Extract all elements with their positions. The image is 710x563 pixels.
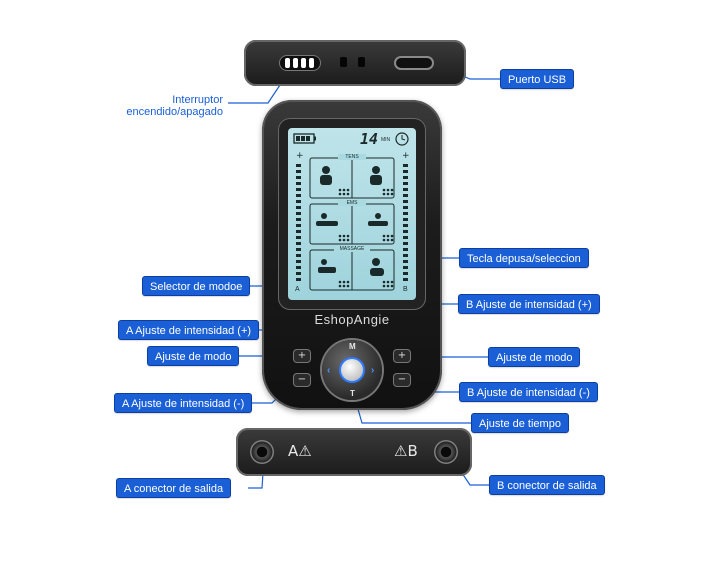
callout-mode-adjust-right: Ajuste de modo (488, 347, 581, 367)
channel-b-warning-label: ⚠B (394, 442, 418, 460)
b-output-jack[interactable] (434, 440, 458, 464)
callout-power-switch: Interruptor encendido/apagado (126, 94, 223, 118)
callout-a-intensity-down: A Ajuste de intensidad (-) (114, 393, 253, 413)
control-wheel[interactable]: M T ‹ › (322, 340, 382, 400)
brand-logo: EshopAngie (314, 312, 390, 327)
callout-b-intensity-up: B Ajuste de intensidad (+) (458, 294, 600, 314)
callout-usb-port: Puerto USB (500, 69, 575, 89)
lcd-channel-a: A (295, 286, 300, 293)
svg-text:+: + (402, 151, 410, 161)
svg-text:+: + (296, 151, 304, 161)
lcd-time-unit: MIN (381, 137, 391, 143)
callout-b-intensity-down: B Ajuste de intensidad (-) (459, 382, 598, 402)
tens-device-front: + + (262, 100, 442, 410)
device-bottom-edge: A⚠ ⚠B (236, 428, 472, 476)
b-intensity-up-button[interactable]: + (394, 350, 410, 362)
callout-mode-adjust-left: Ajuste de modo (147, 346, 240, 366)
b-intensity-down-button[interactable]: − (394, 374, 410, 386)
lcd-channel-b: B (403, 286, 408, 293)
lcd-label-massage: MASSAGE (334, 246, 370, 252)
power-switch[interactable] (280, 56, 320, 70)
usb-port[interactable] (396, 58, 432, 68)
select-pause-button[interactable] (339, 357, 365, 383)
lcd-label-ems: EMS (338, 200, 366, 206)
lcd-time-value: 14 (360, 130, 379, 148)
right-arrow-icon[interactable]: › (371, 365, 375, 376)
channel-a-warning-label: A⚠ (288, 442, 312, 460)
a-intensity-down-button[interactable]: − (294, 374, 310, 386)
mode-key-label: M (349, 342, 356, 351)
top-hole-left (340, 57, 347, 67)
screen-frame: + + (278, 118, 426, 310)
callout-a-intensity-up: A Ajuste de intensidad (+) (118, 320, 260, 340)
callout-a-output-jack: A conector de salida (116, 478, 232, 498)
time-key-label: T (350, 389, 355, 398)
device-top-edge (244, 40, 466, 86)
callout-b-output-jack: B conector de salida (489, 475, 605, 495)
a-intensity-up-button[interactable]: + (294, 350, 310, 362)
callout-mode-selector: Selector de modoe (142, 276, 251, 296)
lcd-label-tens: TENS (338, 154, 366, 160)
lcd-screen: + + (288, 128, 416, 300)
lcd-graphics: + + (293, 132, 410, 291)
a-output-jack[interactable] (250, 440, 274, 464)
top-hole-right (358, 57, 365, 67)
callout-pause-select-key: Tecla depusa/seleccion (459, 248, 589, 268)
callout-time-adjust: Ajuste de tiempo (471, 413, 569, 433)
left-arrow-icon[interactable]: ‹ (327, 365, 331, 376)
